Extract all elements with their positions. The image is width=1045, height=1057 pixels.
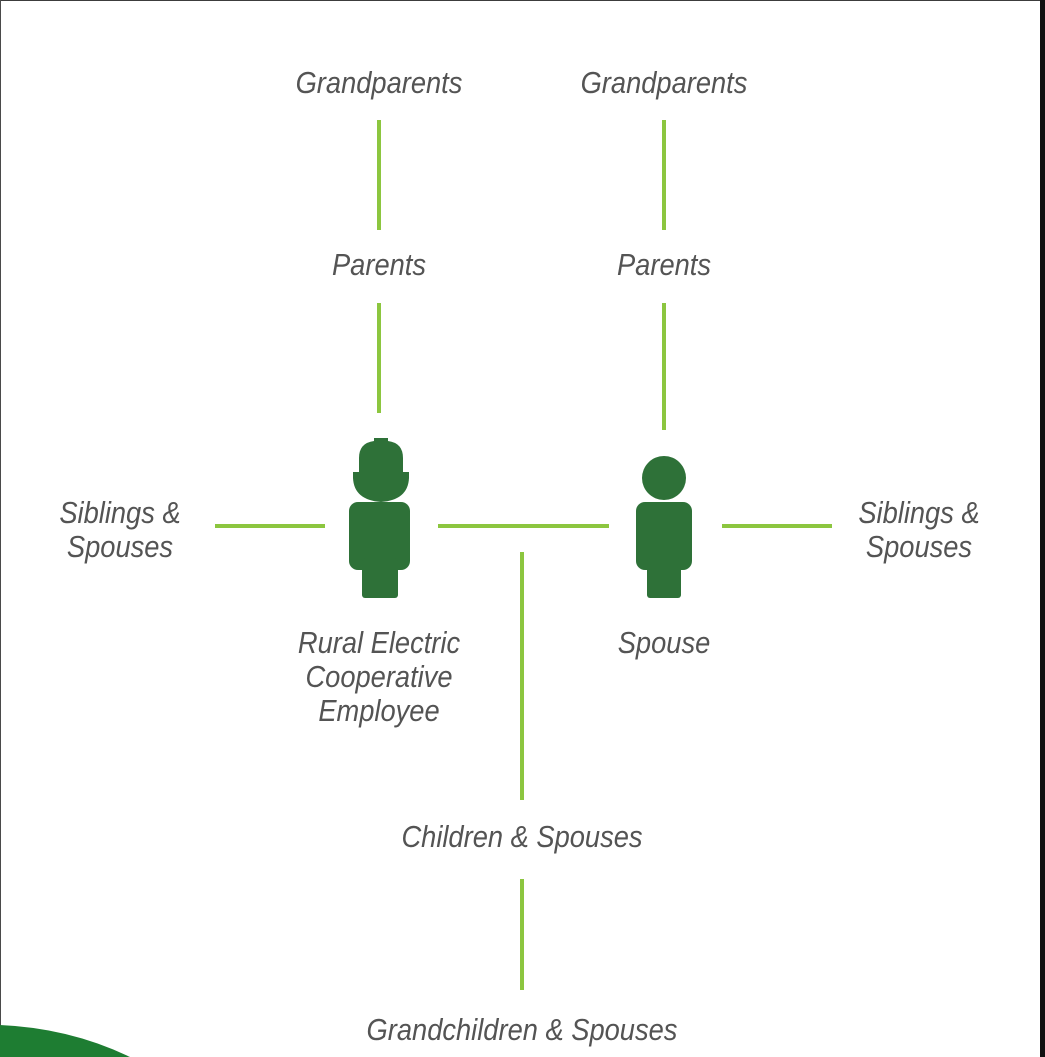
employee-label: Rural Electric Cooperative Employee xyxy=(297,625,461,728)
spouse-label: Spouse xyxy=(617,625,711,660)
person-icon xyxy=(636,456,692,598)
right-border xyxy=(1040,0,1045,1057)
parents-left-label: Parents xyxy=(331,247,427,282)
corner-accent-shape xyxy=(0,1025,130,1057)
connector-lines xyxy=(215,120,832,990)
top-border xyxy=(0,0,1045,1)
grandparents-right-label: Grandparents xyxy=(580,65,748,100)
parents-right-label: Parents xyxy=(616,247,712,282)
siblings-right-label: Siblings & Spouses xyxy=(858,495,980,564)
hard-hat-person-icon xyxy=(349,438,410,598)
siblings-left-label: Siblings & Spouses xyxy=(59,495,181,564)
grandchildren-label: Grandchildren & Spouses xyxy=(366,1012,678,1047)
left-border xyxy=(0,0,1,1057)
children-label: Children & Spouses xyxy=(401,819,643,854)
grandparents-left-label: Grandparents xyxy=(295,65,463,100)
